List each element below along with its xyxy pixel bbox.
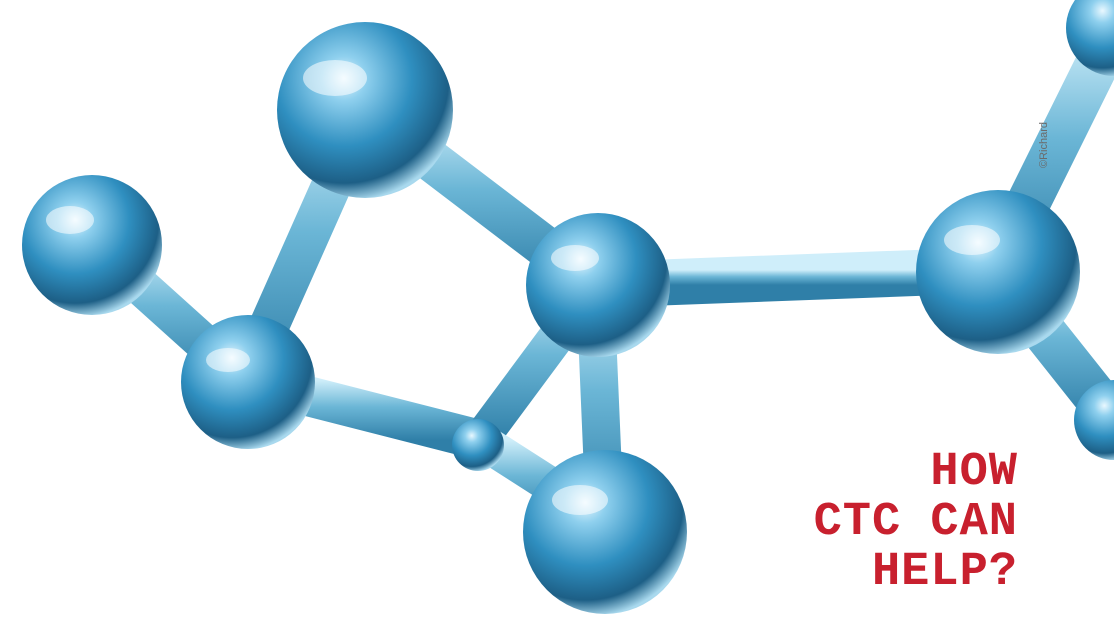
sphere-d — [526, 213, 670, 357]
photo-credit: ©Richard — [1038, 121, 1050, 168]
sphere-i — [1074, 380, 1114, 460]
headline-line-1: HOW — [930, 446, 1018, 499]
sphere-g — [916, 190, 1080, 354]
sphere-e — [452, 419, 504, 471]
headline: HOW CTC CAN HELP? — [814, 448, 1018, 598]
sphere-c — [277, 22, 453, 198]
sphere-highlights — [46, 60, 1000, 515]
sphere-a — [22, 175, 162, 315]
sphere-h — [1066, 0, 1114, 76]
headline-line-3: HELP? — [871, 546, 1018, 599]
sphere-b — [181, 315, 315, 449]
headline-line-2: CTC CAN — [813, 496, 1018, 549]
sphere-f — [523, 450, 687, 614]
